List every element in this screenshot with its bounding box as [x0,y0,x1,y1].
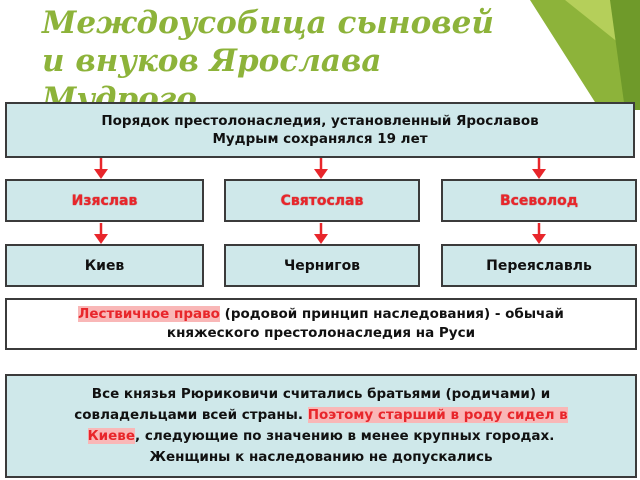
city-box-chernigov: Чернигов [224,244,420,287]
city-name: Переяславль [486,257,592,274]
son-name: Святослав [280,192,364,209]
succession-line-2: Мудрым сохранялся 19 лет [212,131,428,147]
rurikids-highlight-1: Поэтому старший в роду сидел в [307,407,568,423]
ladder-term: Лествичное право [78,306,220,322]
rurikids-line-2: совладельцами всей страны. Поэтому старш… [74,405,568,426]
rurikids-line-2-start: совладельцами всей страны. [74,407,308,423]
ladder-line-2: княжеского престолонаследия на Руси [166,325,476,341]
arrow-down-icon [532,223,546,244]
son-name: Изяслав [71,192,138,209]
ladder-right-box: Лествичное право (родовой принцип наслед… [5,298,637,350]
rurikids-box: Все князья Рюриковичи считались братьями… [5,374,637,478]
son-box-svyatoslav: Святослав [224,179,420,222]
arrow-down-icon [532,158,546,179]
arrow-down-icon [94,158,108,179]
title-line-1: Междоусобица сыновей [42,5,494,41]
ladder-line-1-rest: (родовой принцип наследования) - обычай [219,306,564,322]
decorative-green-shape [530,0,640,110]
rurikids-line-3: Киеве, следующие по значению в менее кру… [87,426,555,447]
rurikids-line-1: Все князья Рюриковичи считались братьями… [91,386,551,402]
succession-line-1: Порядок престолонаследия, установленный … [101,113,539,129]
rurikids-highlight-2: Киеве [87,428,135,444]
city-box-kiev: Киев [5,244,204,287]
son-box-izyaslav: Изяслав [5,179,204,222]
son-name: Всеволод [499,192,579,209]
city-name: Чернигов [283,257,361,274]
arrow-down-icon [94,223,108,244]
city-name: Киев [84,257,125,274]
son-box-vsevolod: Всеволод [441,179,637,222]
slide-title: Междоусобица сыновей и внуков Ярослава М… [42,4,522,118]
title-line-2: и внуков Ярослава [42,43,382,79]
ladder-line-1: Лествичное право (родовой принцип наслед… [78,305,564,324]
succession-order-box: Порядок престолонаследия, установленный … [5,102,635,158]
rurikids-line-4: Женщины к наследованию не допускались [149,449,493,465]
arrow-down-icon [314,223,328,244]
city-box-pereyaslavl: Переяславль [441,244,637,287]
rurikids-line-3-rest: , следующие по значению в менее крупных … [135,428,555,444]
arrow-down-icon [314,158,328,179]
